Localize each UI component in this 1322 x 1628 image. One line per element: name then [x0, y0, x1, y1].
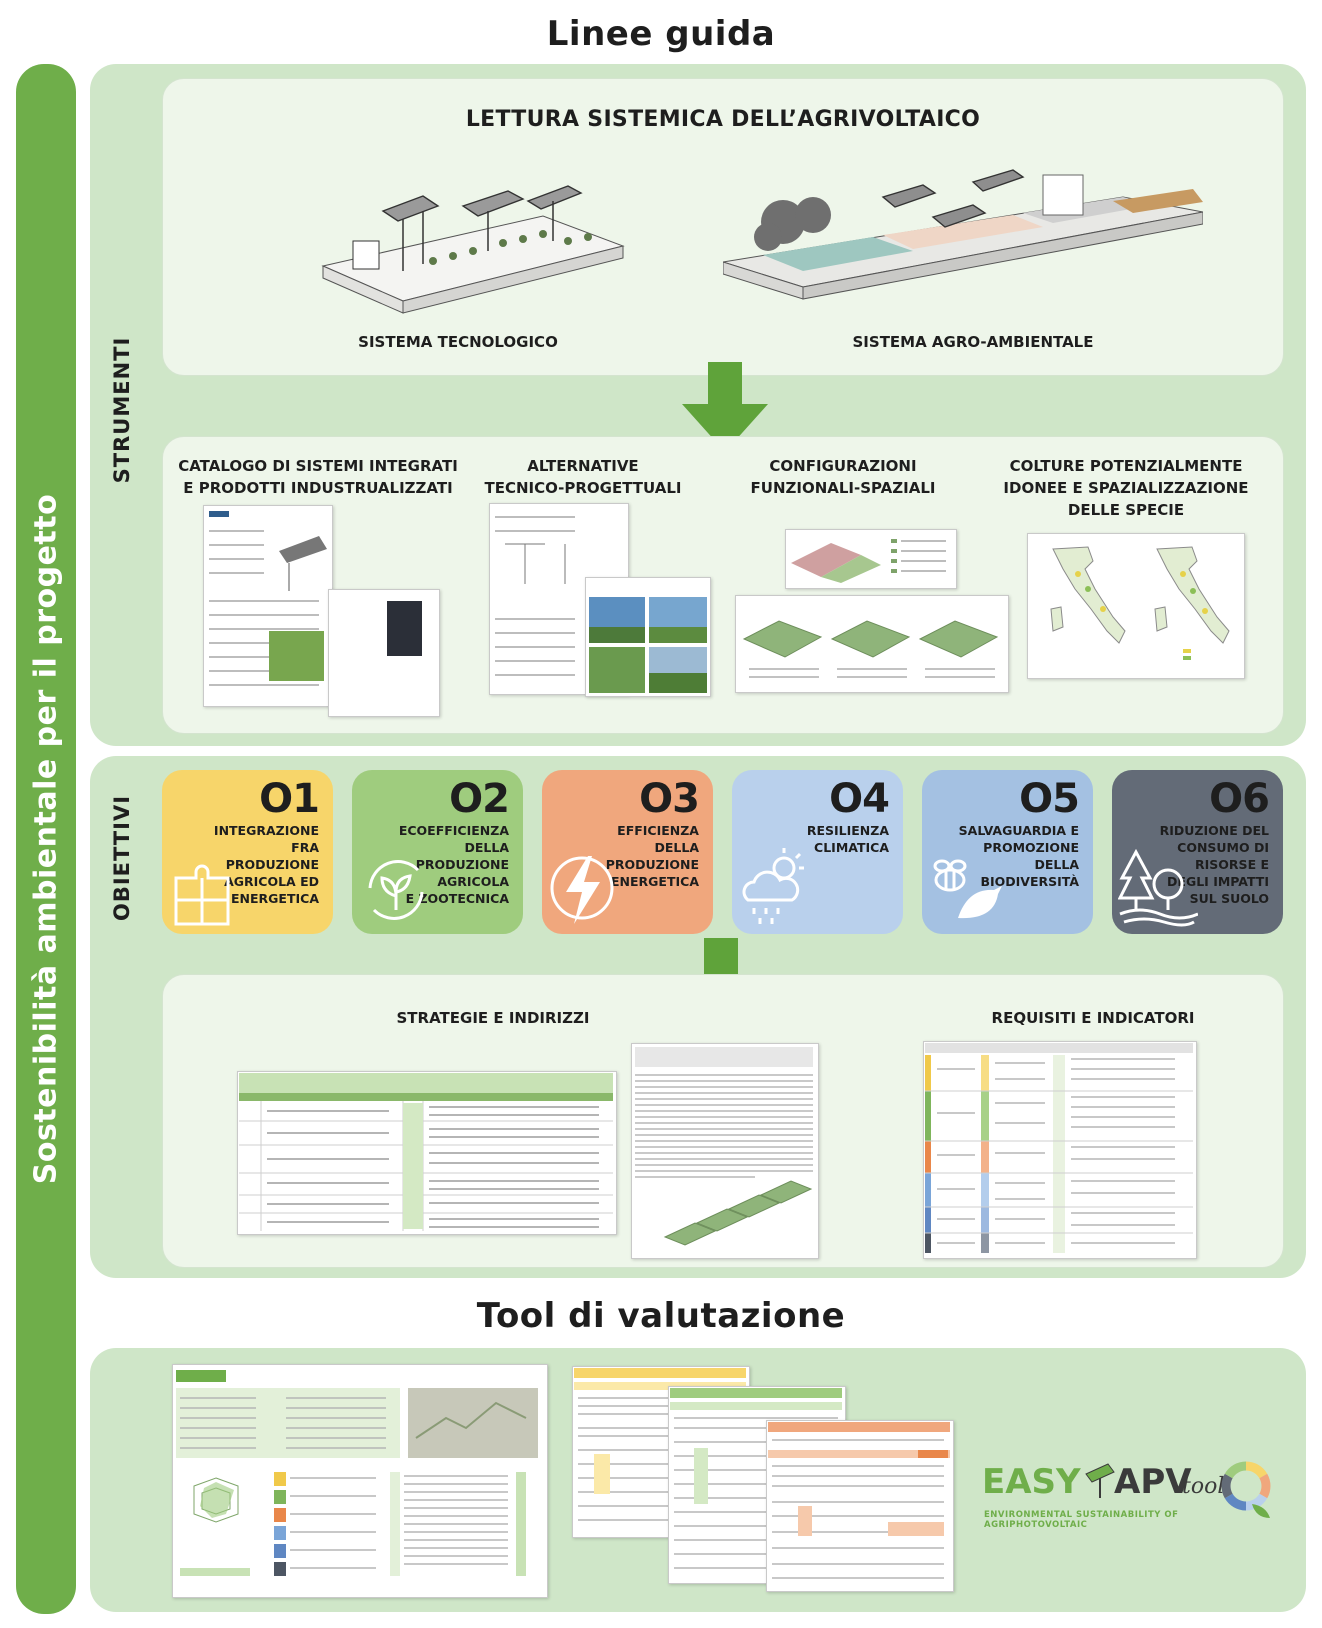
configurazioni-legend-detail: [791, 539, 946, 583]
bee-bird-icon: [933, 859, 1002, 919]
sistema-tecnologico-illustration: [321, 185, 625, 314]
trees-icon: [1118, 848, 1198, 927]
strategie-table-detail: [239, 1073, 613, 1231]
puzzle-icon: [174, 864, 230, 926]
tool-dashboard-detail: [176, 1370, 538, 1576]
weather-icon: [742, 848, 804, 924]
tool-form-detail-2: [670, 1388, 842, 1569]
sidebar-sostenibilita: Sostenibilità ambientale per il progetto: [16, 64, 76, 1614]
solar-panel-logo-icon: [1085, 1463, 1115, 1498]
strategie-requisiti-panel: STRATEGIE E INDIRIZZI REQUISITI E INDICA…: [162, 974, 1284, 1268]
strategie-label: STRATEGIE E INDIRIZZI: [396, 1009, 590, 1027]
tool-title: Tool di valutazione: [476, 1296, 846, 1336]
alternative-sheet-detail: [495, 516, 575, 676]
logo-easy-text: EASY: [982, 1462, 1081, 1502]
requisiti-label: REQUISITI E INDICATORI: [991, 1009, 1195, 1027]
color-ring-logo-icon: [1221, 1461, 1271, 1518]
tool-form-detail-3: [768, 1422, 950, 1579]
obiettivi-label: OBIETTIVI: [110, 794, 134, 922]
objective-number: O5: [1019, 776, 1080, 822]
sistema-tecnologico-caption: SISTEMA TECNOLOGICO: [358, 333, 558, 351]
lettura-title: LETTURA SISTEMICA DELL’AGRIVOLTAICO: [465, 107, 981, 132]
requisiti-table-detail: [925, 1043, 1193, 1253]
objective-number: O1: [259, 776, 320, 822]
italy-maps: [1050, 546, 1230, 660]
logo-tool-text: tool: [1182, 1474, 1225, 1499]
sistema-agro-ambientale-illustration: [723, 169, 1203, 300]
lightning-icon: [550, 856, 614, 924]
sistema-agro-ambientale-caption: SISTEMA AGRO-AMBIENTALE: [852, 333, 1094, 351]
objective-number: O3: [639, 776, 700, 822]
leaf-cycle-icon: [368, 860, 424, 920]
sidebar-label: Sostenibilità ambientale per il progetto: [28, 493, 64, 1185]
catalogo-sheet-detail: [209, 511, 422, 686]
lettura-panel: LETTURA SISTEMICA DELL’AGRIVOLTAICO SIST…: [162, 78, 1284, 376]
strumenti-label: STRUMENTI: [110, 336, 134, 484]
alternative-photo-grid: [589, 597, 707, 693]
logo-apv-text: APV: [1114, 1462, 1192, 1502]
logo-tagline: ENVIRONMENTAL SUSTAINABILITY OF AGRIPHOT…: [984, 1510, 1179, 1530]
objective-number: O2: [449, 776, 510, 822]
indirizzi-page-detail: [635, 1047, 813, 1246]
configurazioni-views: [742, 620, 999, 678]
arrow-down-icon: [682, 362, 768, 452]
page-title: Linee guida: [546, 14, 776, 54]
objective-number: O4: [829, 776, 890, 822]
easy-apv-logo: EASY APV tool ENVIRONMENTAL SUSTAINABILI…: [982, 1454, 1282, 1544]
objective-number: O6: [1209, 776, 1270, 822]
